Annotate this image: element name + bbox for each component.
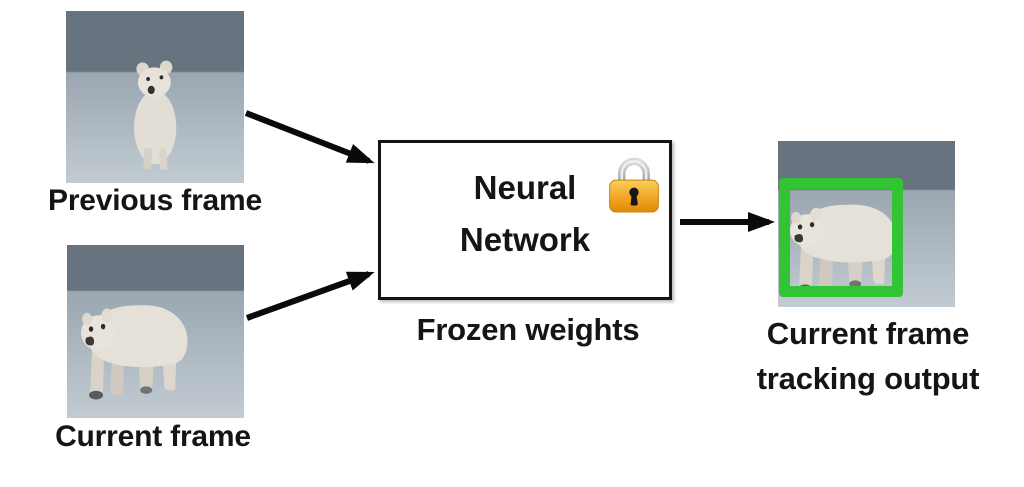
polar-bear-illustration: [81, 305, 188, 400]
lock-icon: [609, 157, 659, 213]
tracking-output-label-line2: tracking output: [756, 361, 980, 396]
tracking-output-label: Current frame tracking output: [688, 311, 1024, 401]
tracking-output-image: [778, 141, 955, 307]
neural-network-title: Neural Network: [381, 162, 669, 266]
arrow-previous-to-network: [244, 110, 375, 164]
current-frame-label: Current frame: [55, 420, 251, 453]
tracking-bounding-box: [779, 178, 903, 297]
polar-bear-cub-illustration: [133, 60, 177, 171]
neural-network-title-line1: Neural: [473, 169, 577, 206]
neural-network-box: Neural Network: [378, 140, 672, 300]
polar-bear-tracked-illustration: [790, 204, 897, 293]
frozen-weights-label: Frozen weights: [416, 312, 640, 347]
previous-frame-image: [66, 11, 244, 183]
neural-network-title-line2: Network: [459, 221, 591, 258]
previous-frame-label: Previous frame: [48, 184, 262, 217]
tracking-output-label-line1: Current frame: [766, 316, 970, 351]
current-frame-image: [67, 245, 244, 418]
